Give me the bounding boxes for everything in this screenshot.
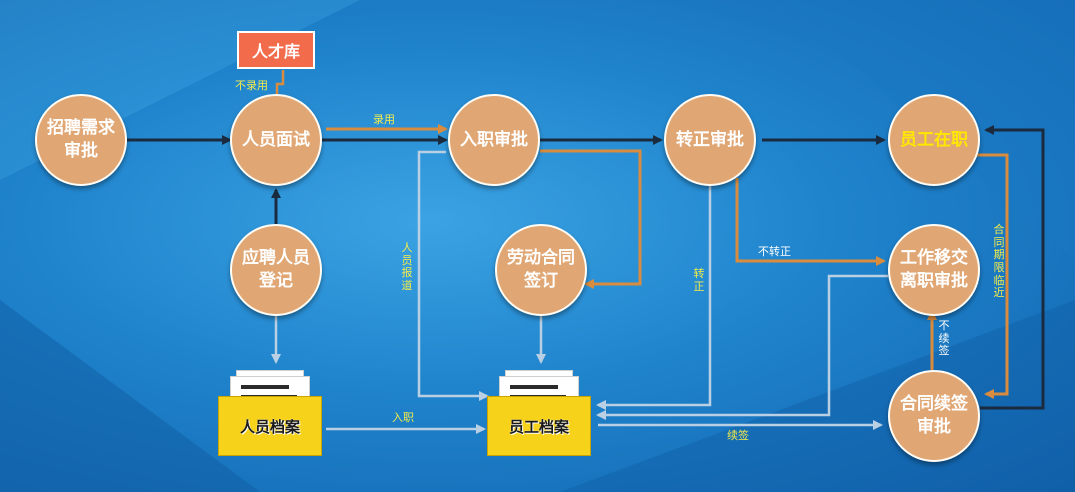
node-applicant-register: 应聘人员登记 — [230, 224, 322, 316]
node-contract-sign: 劳动合同签订 — [495, 224, 587, 316]
arrow-renew-to-active — [980, 125, 1045, 410]
node-recruit-approval: 招聘需求审批 — [35, 94, 127, 186]
node-handover-resign: 工作移交离职审批 — [888, 224, 980, 316]
arrow-contract-expiry — [976, 153, 1009, 399]
arrow-handover-to-employee — [596, 274, 888, 420]
label-not-hired: 不录用 — [235, 79, 268, 92]
label-hired: 录用 — [373, 113, 395, 126]
label-no-renew: 不续签 — [938, 319, 950, 358]
node-contract-renew: 合同续签审批 — [888, 370, 980, 462]
label-contract-expiry: 合同期限临近 — [993, 223, 1005, 300]
folder-personnel-label: 人员档案 — [218, 396, 322, 456]
arrow-not-regularize — [735, 178, 886, 266]
label-regularize: 转正 — [693, 267, 705, 293]
arrow-regularize — [596, 186, 712, 410]
node-regular-approval: 转正审批 — [664, 94, 756, 186]
label-not-regularize: 不转正 — [758, 245, 791, 258]
arrow-report — [417, 150, 489, 401]
talent-pool-box: 人才库 — [237, 31, 315, 69]
label-report: 人员报道 — [401, 241, 413, 292]
label-entry: 入职 — [392, 411, 414, 424]
label-renew-sign: 续签 — [727, 429, 749, 442]
node-employee-active: 员工在职 — [888, 94, 980, 186]
line-not-hired — [275, 70, 285, 94]
folder-personnel-archive: 人员档案 — [218, 370, 322, 456]
folder-employee-archive: 员工档案 — [487, 370, 591, 456]
node-interview: 人员面试 — [230, 94, 322, 186]
node-onboard-approval: 入职审批 — [448, 94, 540, 186]
folder-employee-label: 员工档案 — [487, 396, 591, 456]
arrow-onboard-to-contract — [540, 149, 642, 289]
